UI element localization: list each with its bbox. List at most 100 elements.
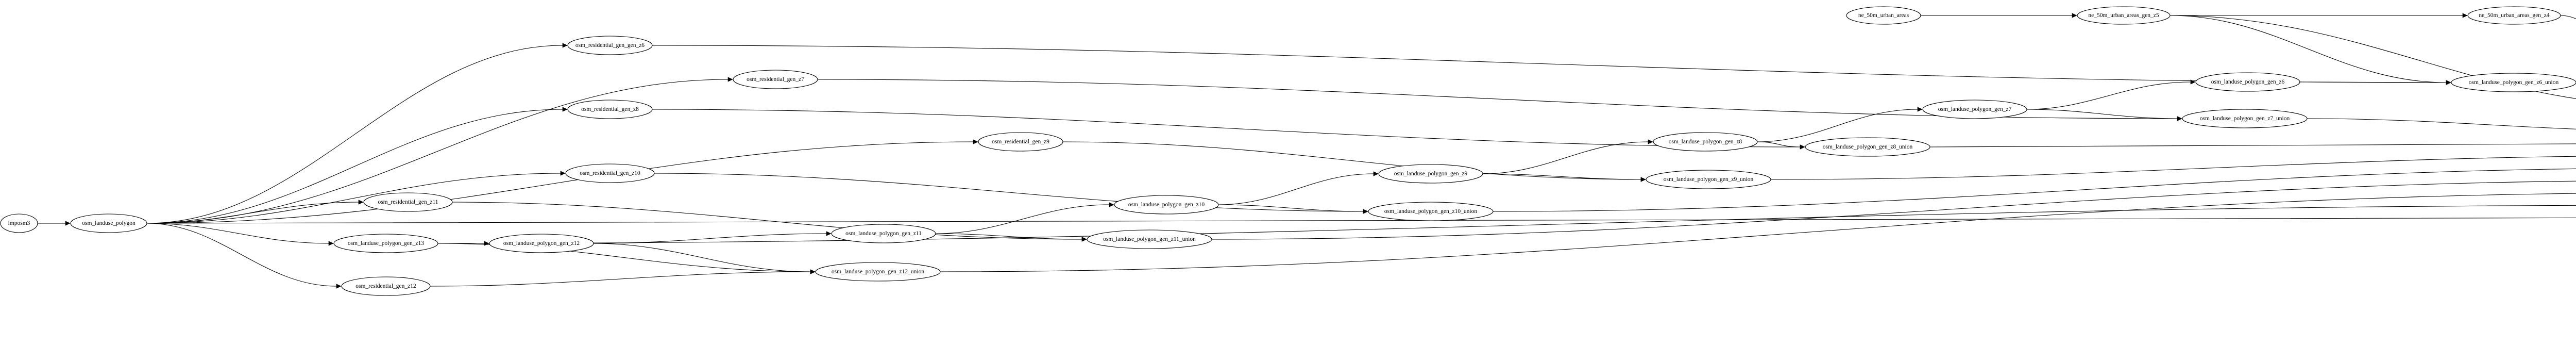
node-label: osm_landuse_polygon_gen_z11 xyxy=(845,231,922,237)
node-ne_50m_urban_areas_gen_z5[interactable]: ne_50m_urban_areas_gen_z5 xyxy=(2077,6,2171,25)
edge-arrowhead xyxy=(826,231,832,236)
node-osm_landuse_polygon_gen_z10_union[interactable]: osm_landuse_polygon_gen_z10_union xyxy=(1368,202,1494,221)
node-ne_50m_urban_areas_gen_z4[interactable]: ne_50m_urban_areas_gen_z4 xyxy=(2467,6,2561,25)
node-label: osm_landuse_polygon_gen_z9 xyxy=(1394,171,1468,177)
edge-ne_50m_urban_areas_gen_z5-to-layer_landuse.z5 xyxy=(2170,15,2576,99)
edge-arrowhead xyxy=(358,200,364,205)
edge-arrowhead xyxy=(1800,144,1805,150)
edge-osm_landuse_polygon_gen_z11-to-osm_landuse_polygon_gen_z10 xyxy=(935,204,1110,234)
node-osm_landuse_polygon_gen_z10[interactable]: osm_landuse_polygon_gen_z10 xyxy=(1114,195,1219,215)
node-osm_landuse_polygon_gen_z7_union[interactable]: osm_landuse_polygon_gen_z7_union xyxy=(2182,109,2308,128)
node-label: osm_residential_gen_gen_z6 xyxy=(575,42,645,48)
node-osm_residential_gen_z9[interactable]: osm_residential_gen_z9 xyxy=(978,132,1063,152)
node-label: osm_landuse_polygon_gen_z6_union xyxy=(2469,79,2559,86)
edge-osm_landuse_polygon_gen_z8-to-osm_landuse_polygon_gen_z8_union xyxy=(1757,141,1801,147)
node-label: osm_landuse_polygon_gen_z7 xyxy=(1938,106,2012,112)
node-imposm3[interactable]: imposm3 xyxy=(0,213,38,233)
node-label: osm_residential_gen_z9 xyxy=(992,139,1049,145)
node-shape xyxy=(733,70,818,89)
edge-arrowhead xyxy=(2462,13,2468,18)
node-osm_residential_gen_z6[interactable]: osm_residential_gen_gen_z6 xyxy=(567,36,653,55)
node-label: osm_residential_gen_z11 xyxy=(378,199,438,205)
edge-arrowhead xyxy=(1373,171,1379,176)
edge-osm_landuse_polygon_gen_z12_union-to-layer_landuse.z12 xyxy=(940,193,2576,272)
node-osm_landuse_polygon_gen_z9[interactable]: osm_landuse_polygon_gen_z9 xyxy=(1378,164,1483,184)
edge-arrowhead xyxy=(810,269,816,274)
node-label: osm_landuse_polygon_gen_z13 xyxy=(348,240,424,246)
edge-osm_landuse_polygon_gen_z7-to-osm_landuse_polygon_gen_z6 xyxy=(2026,81,2191,110)
edge-arrowhead xyxy=(2190,79,2196,85)
node-osm_landuse_polygon_gen_z6[interactable]: osm_landuse_polygon_gen_z6 xyxy=(2195,72,2300,92)
edge-arrowhead xyxy=(336,284,342,289)
edge-osm_residential_gen_z12-to-osm_landuse_polygon_gen_z12_union xyxy=(430,271,811,287)
node-osm_landuse_polygon_gen_z9_union[interactable]: osm_landuse_polygon_gen_z9_union xyxy=(1646,170,1771,189)
node-label: osm_landuse_polygon xyxy=(82,220,135,226)
edge-osm_landuse_polygon_gen_z11_union-to-layer_landuse.z11 xyxy=(1211,180,2576,240)
node-label: osm_residential_gen_z7 xyxy=(747,76,804,83)
node-osm_residential_gen_z10[interactable]: osm_residential_gen_z10 xyxy=(565,163,655,183)
node-label: osm_landuse_polygon_gen_z6 xyxy=(2211,79,2285,85)
edge-arrowhead xyxy=(1363,209,1368,214)
edge-arrowhead xyxy=(1109,202,1114,207)
node-label: osm_landuse_polygon_gen_z7_union xyxy=(2200,116,2290,122)
edge-arrowhead xyxy=(562,43,568,48)
node-shape xyxy=(1922,100,2027,119)
node-osm_landuse_polygon_gen_z8_union[interactable]: osm_landuse_polygon_gen_z8_union xyxy=(1805,137,1930,157)
edge-arrowhead xyxy=(1640,177,1646,182)
node-osm_residential_gen_z7[interactable]: osm_residential_gen_z7 xyxy=(733,70,818,89)
node-label: imposm3 xyxy=(8,220,30,226)
node-osm_landuse_polygon_gen_z12_union[interactable]: osm_landuse_polygon_gen_z12_union xyxy=(815,262,941,282)
edge-osm_residential_gen_z9-to-osm_landuse_polygon_gen_z9_union xyxy=(1062,141,1641,180)
edge-osm_landuse_polygon_gen_z8_union-to-layer_landuse.z8 xyxy=(1929,143,2576,147)
node-label: ne_50m_urban_areas_gen_z5 xyxy=(2088,12,2159,19)
edge-osm_landuse_polygon_gen_z7_union-to-layer_landuse.z7 xyxy=(2307,118,2576,129)
edge-osm_landuse_polygon_gen_z7-to-osm_landuse_polygon_gen_z7_union xyxy=(2026,109,2178,119)
node-label: osm_residential_gen_z8 xyxy=(581,106,639,112)
edge-osm_residential_gen_z11-to-osm_landuse_polygon_gen_z11_union xyxy=(452,202,1082,240)
node-osm_landuse_polygon_gen_z11[interactable]: osm_landuse_polygon_gen_z11 xyxy=(831,224,936,243)
edge-osm_landuse_polygon_gen_z10-to-osm_landuse_polygon_gen_z9 xyxy=(1218,173,1374,205)
node-osm_residential_gen_z8[interactable]: osm_residential_gen_z8 xyxy=(567,100,653,119)
node-osm_landuse_polygon_gen_z11_union[interactable]: osm_landuse_polygon_gen_z11_union xyxy=(1087,229,1212,249)
node-osm_landuse_polygon_gen_z8[interactable]: osm_landuse_polygon_gen_z8 xyxy=(1653,132,1758,152)
node-label: osm_landuse_polygon_gen_z10 xyxy=(1128,202,1205,208)
node-shape xyxy=(1653,132,1758,152)
edge-osm_landuse_polygon_gen_z12-to-osm_landuse_polygon_gen_z11 xyxy=(593,233,827,244)
node-shape xyxy=(1646,170,1771,189)
node-osm_landuse_polygon_gen_z12[interactable]: osm_landuse_polygon_gen_z12 xyxy=(489,234,594,253)
edge-osm_landuse_polygon-to-osm_residential_gen_z11 xyxy=(146,202,359,224)
edge-osm_landuse_polygon_gen_z13-to-layer_landuse.z13 xyxy=(437,205,2576,244)
node-shape xyxy=(1114,195,1219,215)
node-label: ne_50m_urban_areas xyxy=(1858,12,1909,19)
node-osm_residential_gen_z12[interactable]: osm_residential_gen_z12 xyxy=(341,276,431,296)
node-osm_landuse_polygon[interactable]: osm_landuse_polygon xyxy=(70,213,147,233)
node-osm_landuse_polygon_gen_z6_union[interactable]: osm_landuse_polygon_gen_z6_union xyxy=(2451,73,2576,92)
node-osm_landuse_polygon_gen_z13[interactable]: osm_landuse_polygon_gen_z13 xyxy=(333,234,438,253)
node-ne_50m_urban_areas[interactable]: ne_50m_urban_areas xyxy=(1846,6,1921,25)
node-shape xyxy=(0,213,38,233)
edge-osm_landuse_polygon_gen_z9_union-to-layer_landuse.z9 xyxy=(1770,156,2576,180)
node-shape xyxy=(567,36,653,55)
edge-arrowhead xyxy=(1917,107,1923,112)
edge-arrowhead xyxy=(560,171,566,176)
edge-osm_residential_gen_z10-to-osm_landuse_polygon_gen_z10_union xyxy=(654,173,1364,212)
edge-osm_landuse_polygon-to-osm_residential_gen_z10 xyxy=(146,173,561,224)
node-osm_landuse_polygon_gen_z7[interactable]: osm_landuse_polygon_gen_z7 xyxy=(1922,100,2027,119)
node-shape xyxy=(565,163,655,183)
node-shape xyxy=(978,132,1063,152)
edge-osm_landuse_polygon-to-osm_residential_gen_z12 xyxy=(146,223,337,287)
node-shape xyxy=(2467,6,2561,25)
edge-osm_landuse_polygon-to-layer_landuse.z14+ xyxy=(146,217,2576,224)
node-osm_residential_gen_z11[interactable]: osm_residential_gen_z11 xyxy=(363,192,453,212)
edge-osm_landuse_polygon-to-osm_residential_gen_z9 xyxy=(146,141,974,224)
node-label: osm_landuse_polygon_gen_z12_union xyxy=(832,269,924,275)
node-shape xyxy=(341,276,431,296)
node-label: osm_residential_gen_z12 xyxy=(355,283,416,289)
edge-osm_landuse_polygon_gen_z9-to-osm_landuse_polygon_gen_z8 xyxy=(1482,141,1649,174)
edge-arrowhead xyxy=(328,241,334,246)
node-shape xyxy=(1805,137,1930,157)
node-shape xyxy=(2182,109,2308,128)
edge-arrowhead xyxy=(2177,116,2182,121)
